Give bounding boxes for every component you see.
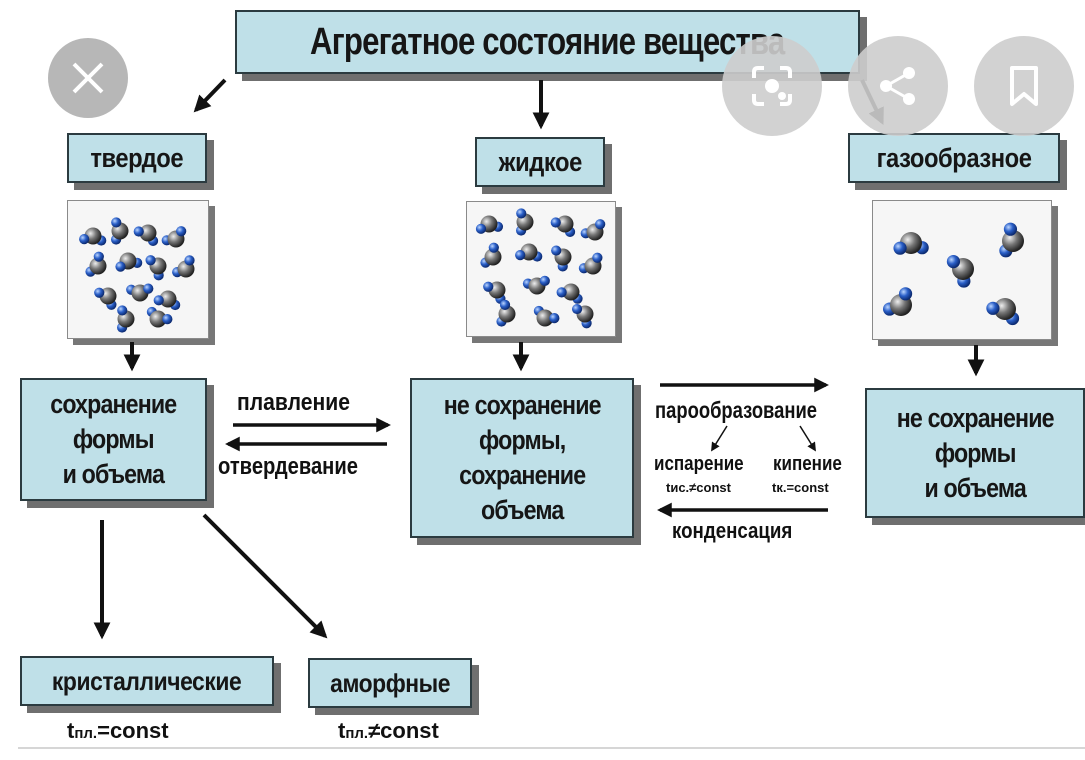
amorphous-label: аморфные xyxy=(330,667,450,698)
crystalline-note-rest: =const xyxy=(97,718,169,743)
solid-property-line-3: и объема xyxy=(62,459,165,489)
arrow-title-to-solid xyxy=(193,78,227,113)
evaporation-label: испарение xyxy=(654,453,744,475)
liquid-label-text: жидкое xyxy=(498,146,582,177)
bookmark-button[interactable] xyxy=(974,36,1074,136)
solid-property-line-1: сохранение xyxy=(50,389,177,419)
gas-property-box: не сохранение формы и объема xyxy=(865,388,1085,518)
liquid-property-line-3: сохранение xyxy=(458,460,586,490)
share-icon xyxy=(880,67,915,105)
crystalline-label: кристаллические xyxy=(52,665,242,696)
solid-property-box: сохранение формы и объема xyxy=(20,378,207,501)
solid-molecules-image xyxy=(67,200,209,339)
gas-property-line-3: и объема xyxy=(924,472,1026,503)
amorphous-note-sub: пл. xyxy=(345,725,369,742)
close-icon xyxy=(72,62,104,94)
crystalline-note-sub: пл. xyxy=(74,725,98,742)
evaporation-note: tис.≠const xyxy=(666,480,731,495)
state-solid-label: твердое xyxy=(67,133,207,183)
arrow-to-evaporation xyxy=(711,425,728,452)
amorphous-note-rest: ≠const xyxy=(368,718,439,743)
bookmark-icon xyxy=(1010,66,1038,106)
condensation-label: конденсация xyxy=(672,518,793,543)
gas-property-line-2: формы xyxy=(934,437,1017,468)
liquid-property-line-4: объема xyxy=(480,495,564,525)
amorphous-note: tпл.≠const xyxy=(338,718,439,744)
title-text: Агрегатное состояние вещества xyxy=(310,20,785,63)
close-button[interactable] xyxy=(48,38,128,118)
lens-icon xyxy=(752,66,792,106)
liquid-property-box: не сохранение формы, сохранение объема xyxy=(410,378,634,538)
arrow-to-amorphous xyxy=(202,513,328,639)
melting-label: плавление xyxy=(237,389,350,416)
crystalline-box: кристаллические xyxy=(20,656,274,706)
arrow-to-boiling xyxy=(799,425,816,452)
amorphous-box: аморфные xyxy=(308,658,472,708)
gas-property-line-1: не сохранение xyxy=(896,402,1055,433)
gas-molecules-image xyxy=(872,200,1052,340)
liquid-property-line-1: не сохранение xyxy=(443,390,602,420)
state-gas-label: газообразное xyxy=(848,133,1060,183)
boiling-note: tк.=const xyxy=(772,480,829,495)
solidification-label: отвердевание xyxy=(218,453,358,480)
state-liquid-label: жидкое xyxy=(475,137,605,187)
crystalline-note-t: t xyxy=(67,718,75,743)
vaporization-label: парообразование xyxy=(655,397,818,423)
share-button[interactable] xyxy=(848,36,948,136)
liquid-molecules-image xyxy=(466,201,616,337)
solid-property-line-2: формы xyxy=(73,424,155,454)
liquid-property-line-2: формы, xyxy=(478,425,566,455)
amorphous-note-t: t xyxy=(338,718,346,743)
boiling-label: кипение xyxy=(773,453,842,475)
gas-label-text: газообразное xyxy=(876,142,1032,173)
crystalline-note: tпл.=const xyxy=(67,718,169,744)
solid-label-text: твердое xyxy=(90,142,184,173)
lens-button[interactable] xyxy=(722,36,822,136)
